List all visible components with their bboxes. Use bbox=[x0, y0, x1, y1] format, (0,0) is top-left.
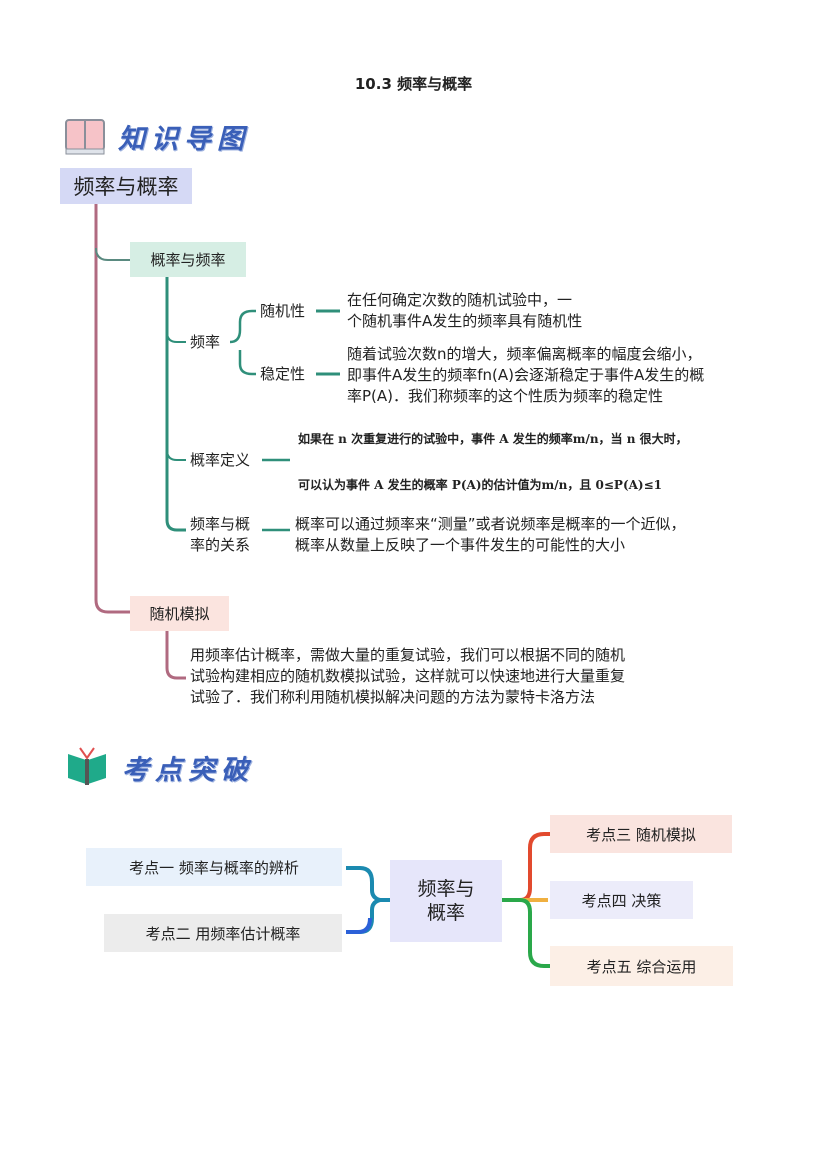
definition-line-2: 可以认为事件 A 发生的概率 P(A)的估计值为m/n，且 0≤P(A)≤1 bbox=[298, 478, 663, 492]
node-definition: 概率定义 bbox=[190, 451, 251, 469]
topic-3: 考点三 随机模拟 bbox=[550, 815, 732, 853]
mindmap-root: 频率与概率 bbox=[60, 168, 192, 204]
text-line: 率的关系 bbox=[190, 536, 251, 554]
text-line: 概率 bbox=[426, 902, 465, 924]
text-line: 随着试验次数n的增大，频率偏离概率的幅度会缩小， bbox=[347, 345, 702, 363]
topics-center: 频率与 概率 bbox=[390, 860, 502, 942]
text-line: 频率与概 bbox=[190, 515, 251, 533]
topic-2: 考点二 用频率估计概率 bbox=[104, 914, 342, 952]
text-line: 在任何确定次数的随机试验中，一 bbox=[347, 291, 573, 309]
text-line: 试验构建相应的随机数模拟试验，这样就可以快速地进行大量重复 bbox=[190, 667, 626, 685]
stability-text: 随着试验次数n的增大，频率偏离概率的幅度会缩小， 即事件A发生的频率fn(A)会… bbox=[347, 344, 704, 407]
topic-5: 考点五 综合运用 bbox=[550, 946, 733, 986]
relation-text: 概率可以通过频率来“测量”或者说频率是概率的一个近似， 概率从数量上反映了一个事… bbox=[295, 514, 686, 556]
topic-1: 考点一 频率与概率的辨析 bbox=[86, 848, 342, 886]
node-probability-and-frequency: 概率与频率 bbox=[130, 242, 246, 277]
text-line: 概率可以通过频率来“测量”或者说频率是概率的一个近似， bbox=[295, 515, 686, 533]
section-header-knowledge-map: 知识导图 bbox=[118, 124, 250, 155]
text-line: 个随机事件A发生的频率具有随机性 bbox=[347, 312, 583, 330]
green-book-icon bbox=[66, 746, 108, 786]
node-stability: 稳定性 bbox=[260, 365, 306, 383]
text-line: 频率与 bbox=[417, 878, 475, 900]
text-line: 概率从数量上反映了一个事件发生的可能性的大小 bbox=[295, 536, 626, 554]
section-header-key-points: 考点突破 bbox=[122, 755, 254, 786]
text-line: 试验了．我们称利用随机模拟解决问题的方法为蒙特卡洛方法 bbox=[190, 688, 596, 706]
text-line: 用频率估计概率，需做大量的重复试验，我们可以根据不同的随机 bbox=[190, 646, 626, 664]
node-randomness: 随机性 bbox=[260, 302, 306, 320]
randomness-text: 在任何确定次数的随机试验中，一 个随机事件A发生的频率具有随机性 bbox=[347, 290, 582, 332]
text-line: 即事件A发生的频率fn(A)会逐渐稳定于事件A发生的概 bbox=[347, 366, 705, 384]
node-frequency: 频率 bbox=[190, 333, 221, 351]
page-title: 10.3 频率与概率 bbox=[354, 75, 473, 93]
topic-4: 考点四 决策 bbox=[550, 881, 693, 919]
node-relation: 频率与概 率的关系 bbox=[190, 514, 250, 556]
definition-line-1: 如果在 n 次重复进行的试验中，事件 A 发生的频率m/n，当 n 很大时， bbox=[298, 432, 688, 446]
text-line: 率P(A)．我们称频率的这个性质为频率的稳定性 bbox=[347, 387, 664, 405]
simulation-text: 用频率估计概率，需做大量的重复试验，我们可以根据不同的随机 试验构建相应的随机数… bbox=[190, 645, 625, 708]
book-icon bbox=[64, 116, 106, 156]
node-random-simulation: 随机模拟 bbox=[130, 596, 229, 631]
